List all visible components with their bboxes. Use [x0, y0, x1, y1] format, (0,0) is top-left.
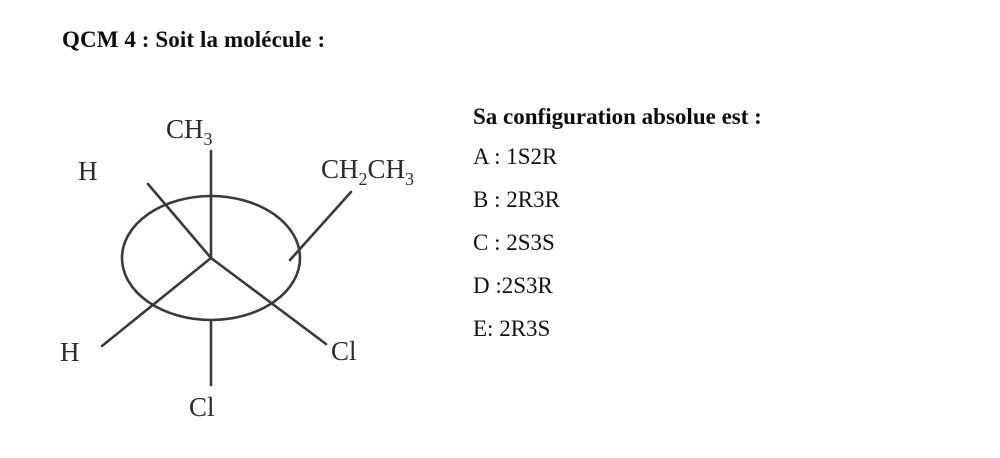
page-title: QCM 4 : Soit la molécule : — [62, 27, 326, 52]
answer-options-list: A : 1S2R B : 2R3R C : 2S3S D :2S3R E: 2R… — [473, 135, 943, 350]
label-chlorine-bottom: Cl — [189, 392, 215, 422]
answer-option-e[interactable]: E: 2R3S — [473, 316, 551, 341]
answer-option-d[interactable]: D :2S3R — [473, 273, 553, 298]
label-ethyl-part2: CH — [368, 154, 406, 184]
answers-header: Sa configuration absolue est : — [473, 104, 762, 129]
label-methyl-top: CH3 — [166, 114, 213, 149]
bond-front-bottom-left — [100, 256, 213, 348]
label-ethyl-part1: CH — [321, 154, 359, 184]
label-hydrogen-bottom-left: H — [60, 337, 80, 367]
label-methyl-top-subscript: 3 — [204, 129, 213, 149]
label-chlorine-bottom-right: Cl — [331, 336, 357, 366]
label-methyl-top-text: CH — [166, 114, 204, 144]
newman-projection-diagram: CH3 CH2CH3 H H Cl Cl — [40, 88, 470, 433]
answer-option-b[interactable]: B : 2R3R — [473, 187, 560, 212]
bond-front-bottom-right — [209, 256, 328, 346]
molecule-svg: CH3 CH2CH3 H H Cl Cl — [60, 114, 414, 422]
label-ethyl-top-right: CH2CH3 — [321, 154, 414, 189]
bond-back-top-left — [146, 182, 213, 260]
answer-option-c[interactable]: C : 2S3S — [473, 230, 555, 255]
answers-block: Sa configuration absolue est : A : 1S2R … — [473, 105, 943, 350]
answer-option-a[interactable]: A : 1S2R — [473, 144, 558, 169]
label-ethyl-sub1: 2 — [359, 169, 368, 189]
label-ethyl-sub2: 3 — [405, 169, 414, 189]
label-hydrogen-top-left: H — [78, 156, 98, 186]
